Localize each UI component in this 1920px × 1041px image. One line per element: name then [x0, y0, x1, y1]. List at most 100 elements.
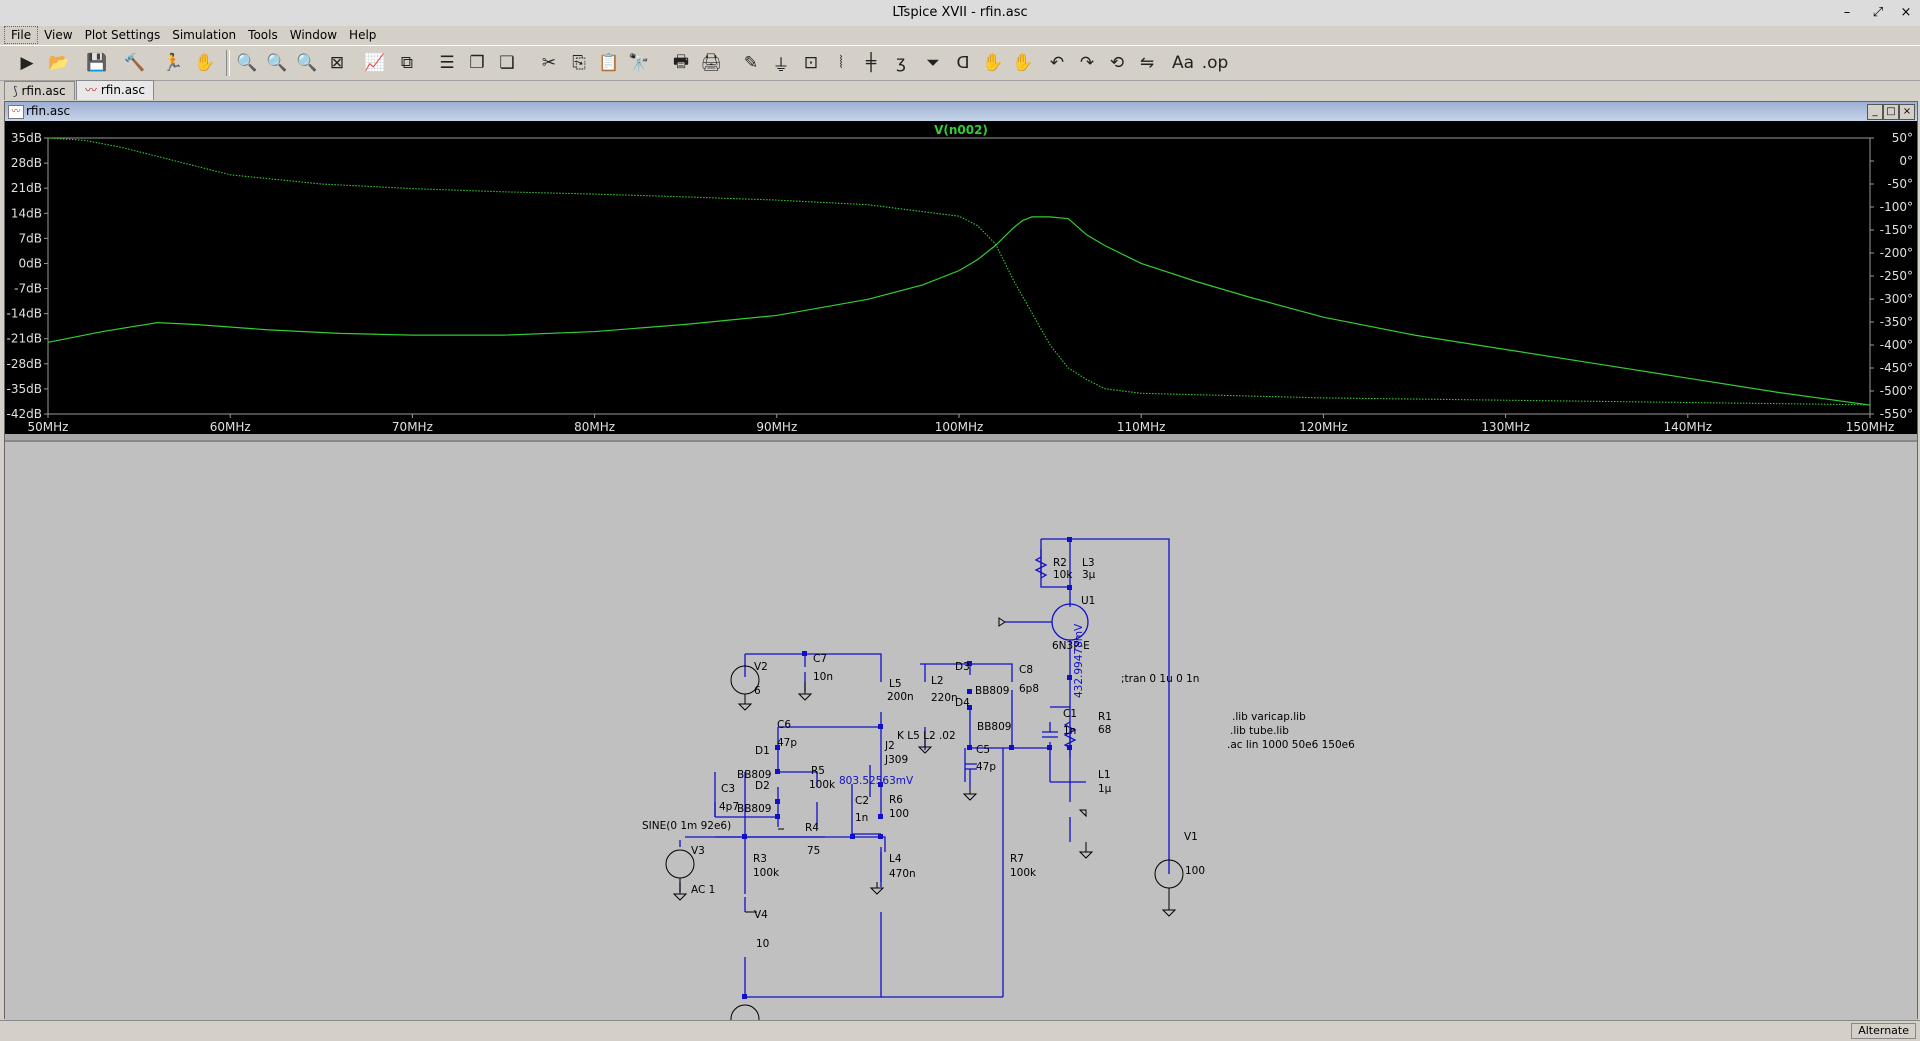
menu-tools[interactable]: Tools [248, 28, 278, 42]
right-axis: 50°0°-50°-100°-150°-200°-250°-300°-350°-… [1870, 131, 1913, 421]
inner-maximize-button[interactable]: □ [1883, 104, 1899, 120]
value-c8: 6p8 [1019, 683, 1039, 695]
bode-plot[interactable]: V(n002) 35dB28dB21dB14dB7dB0dB-7dB-14dB-… [5, 121, 1917, 434]
value-l2: 220n [931, 692, 958, 704]
resistor-icon[interactable]: ⦚ [839, 53, 843, 73]
zoom-fit-icon[interactable]: ⊠ [329, 53, 345, 73]
find-icon[interactable]: 🔭 [628, 53, 650, 73]
zoom-out-icon[interactable]: 🔍 [296, 53, 318, 73]
value-d1: BB809 [737, 769, 771, 781]
plot-frame [47, 137, 1871, 415]
inner-minimize-button[interactable]: _ [1867, 104, 1883, 120]
right-tick-label: -450° [1880, 361, 1913, 375]
tab-label: rfin.asc [100, 83, 145, 97]
toolbar-separator [226, 50, 230, 76]
mark-icon[interactable]: ⧉ [400, 53, 414, 73]
drag-icon[interactable]: ✋ [1012, 53, 1034, 73]
paste-icon[interactable]: 📋 [598, 53, 620, 73]
menu-view[interactable]: View [44, 28, 73, 42]
autorange-icon[interactable]: 📈 [364, 53, 386, 73]
undo-icon[interactable]: ↶ [1049, 53, 1065, 73]
inner-close-button[interactable]: × [1899, 104, 1915, 120]
label-c6: C6 [777, 719, 791, 731]
capacitor-icon[interactable]: ╪ [865, 53, 877, 73]
copy-icon[interactable]: ⎘ [572, 53, 586, 73]
x-tick-label: 150MHz [1846, 420, 1895, 434]
wires [679, 538, 1170, 998]
text-icon[interactable]: Aa [1171, 53, 1195, 73]
label-c1: C1 [1063, 708, 1077, 720]
open-icon[interactable]: 📂 [48, 53, 70, 73]
label-r6: R6 [889, 794, 903, 806]
trace-label[interactable]: V(n002) [934, 123, 988, 137]
label-net-icon[interactable]: ⊡ [803, 53, 819, 73]
menu-plot-settings[interactable]: Plot Settings [84, 28, 161, 42]
control-panel-icon[interactable]: 🔨 [124, 53, 146, 73]
spice-directive-icon[interactable]: .op [1201, 53, 1229, 73]
value-c2: 1n [855, 812, 868, 824]
lib-directive-varicap[interactable]: .lib varicap.lib [1232, 711, 1306, 723]
inductor-icon[interactable]: ʒ [896, 53, 906, 73]
inner-window-title: rfin.asc [26, 104, 71, 118]
redo-icon[interactable]: ↷ [1079, 53, 1095, 73]
left-tick-label: -42dB [7, 407, 42, 421]
cut-icon[interactable]: ✂ [541, 53, 557, 73]
maximize-button[interactable]: ⤢ [1872, 5, 1884, 20]
tile-horizontal-icon[interactable]: ☰ [439, 53, 455, 73]
rotate-icon[interactable]: ⟲ [1109, 53, 1125, 73]
value-j2: J309 [884, 754, 908, 766]
menu-file[interactable]: File [4, 26, 39, 44]
label-r5: R5 [811, 765, 825, 777]
x-tick-label: 130MHz [1481, 420, 1530, 434]
value-v1: 100 [1185, 865, 1205, 877]
left-axis: 35dB28dB21dB14dB7dB0dB-7dB-14dB-21dB-28d… [7, 131, 48, 421]
tran-directive[interactable]: ;tran 0 1u 0 1n [1121, 673, 1199, 685]
magnitude-trace [47, 216, 1871, 406]
ground-icon[interactable]: ⏚ [772, 55, 790, 76]
tab-label: rfin.asc [21, 84, 66, 98]
menu-help[interactable]: Help [349, 28, 377, 42]
print-icon[interactable]: 🖶 [672, 51, 690, 72]
halt-icon[interactable]: ✋ [194, 53, 216, 73]
right-tick-label: -150° [1880, 223, 1913, 237]
value-l3: 3µ [1082, 569, 1096, 581]
sine-source-value[interactable]: SINE(0 1m 92e6) [642, 820, 731, 832]
run-icon[interactable]: ▶ [20, 53, 34, 73]
k-directive[interactable]: K L5 L2 .02 [897, 730, 956, 742]
voltage-annotation-u1: 432.99478mV [1073, 623, 1085, 698]
menu-bar: File View Plot Settings Simulation Tools Wind… [0, 26, 1920, 44]
value-c5: 47p [976, 761, 996, 773]
component-icon[interactable]: ᗡ [956, 53, 970, 73]
value-l1: 1µ [1098, 783, 1112, 795]
minimize-button[interactable]: – [1843, 5, 1851, 20]
x-tick-label: 110MHz [1117, 420, 1166, 434]
left-tick-label: -28dB [7, 357, 42, 371]
cascade-icon[interactable]: ❐ [469, 53, 485, 73]
print-setup-icon[interactable]: 🖨 [700, 53, 722, 73]
tab-waveform[interactable]: 〰 rfin.asc [76, 80, 154, 100]
tile-vertical-icon[interactable]: ❏ [499, 53, 515, 73]
ac-directive[interactable]: .ac lin 1000 50e6 150e6 [1227, 739, 1355, 751]
lib-directive-tube[interactable]: .lib tube.lib [1230, 725, 1289, 737]
tab-schematic[interactable]: ⟆ rfin.asc [4, 81, 75, 100]
move-icon[interactable]: ✋ [982, 53, 1004, 73]
diode-icon[interactable]: ⏷ [926, 53, 940, 73]
close-button[interactable]: × [1900, 5, 1912, 20]
zoom-in-icon[interactable]: 🔍 [236, 53, 258, 73]
mirror-icon[interactable]: ⇋ [1139, 53, 1155, 73]
value-r2: 10k [1053, 569, 1073, 581]
run-sim-icon[interactable]: 🏃 [162, 53, 184, 73]
right-tick-label: 0° [1899, 154, 1913, 168]
zoom-pan-icon[interactable]: 🔍 [266, 53, 288, 73]
wire-icon[interactable]: ✎ [743, 53, 759, 73]
value-c3: 4p7 [719, 801, 739, 813]
left-tick-label: 21dB [11, 181, 42, 195]
x-tick-label: 140MHz [1664, 420, 1713, 434]
menu-window[interactable]: Window [289, 28, 338, 42]
menu-simulation[interactable]: Simulation [172, 28, 237, 42]
left-tick-label: -14dB [7, 307, 42, 321]
save-icon[interactable]: 💾 [86, 53, 108, 73]
